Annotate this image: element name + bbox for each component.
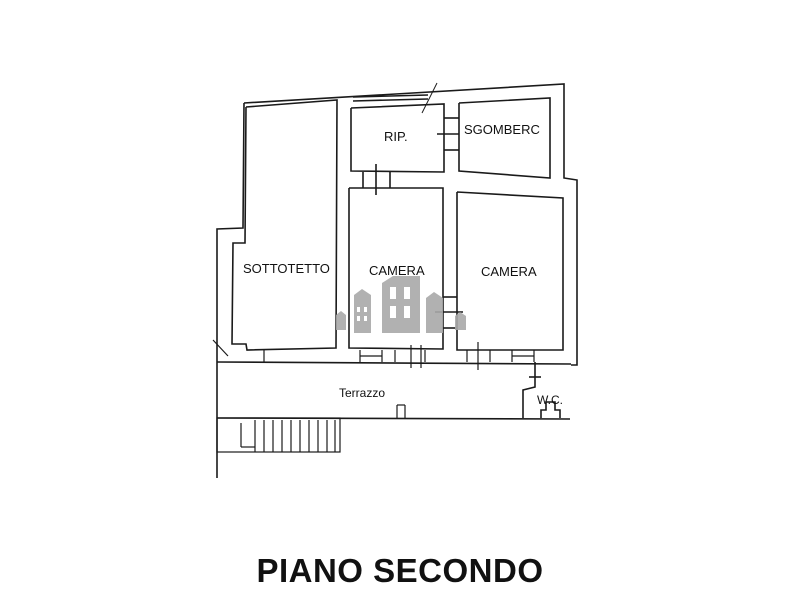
staircase: [216, 417, 341, 453]
room-label-sgombero: SGOMBERC: [464, 122, 540, 137]
room-camera-1: [348, 164, 444, 350]
room-label-camera-2: CAMERA: [481, 264, 537, 279]
room-camera-2: [435, 191, 564, 351]
room-wc: [522, 362, 561, 418]
room-sottotetto: [231, 99, 338, 351]
terrazzo-openings: [212, 339, 535, 418]
room-label-terrazzo: Terrazzo: [339, 386, 386, 400]
room-label-camera-1: CAMERA: [369, 263, 425, 278]
room-sgombero: [437, 97, 551, 179]
room-rip: [350, 82, 445, 173]
watermark-buildings-icon: [336, 276, 466, 333]
room-label-rip: RIP.: [384, 129, 408, 144]
plan-title: PIANO SECONDO: [256, 552, 544, 589]
room-label-wc: W.C.: [537, 393, 563, 407]
room-label-sottotetto: SOTTOTETTO: [243, 261, 330, 276]
